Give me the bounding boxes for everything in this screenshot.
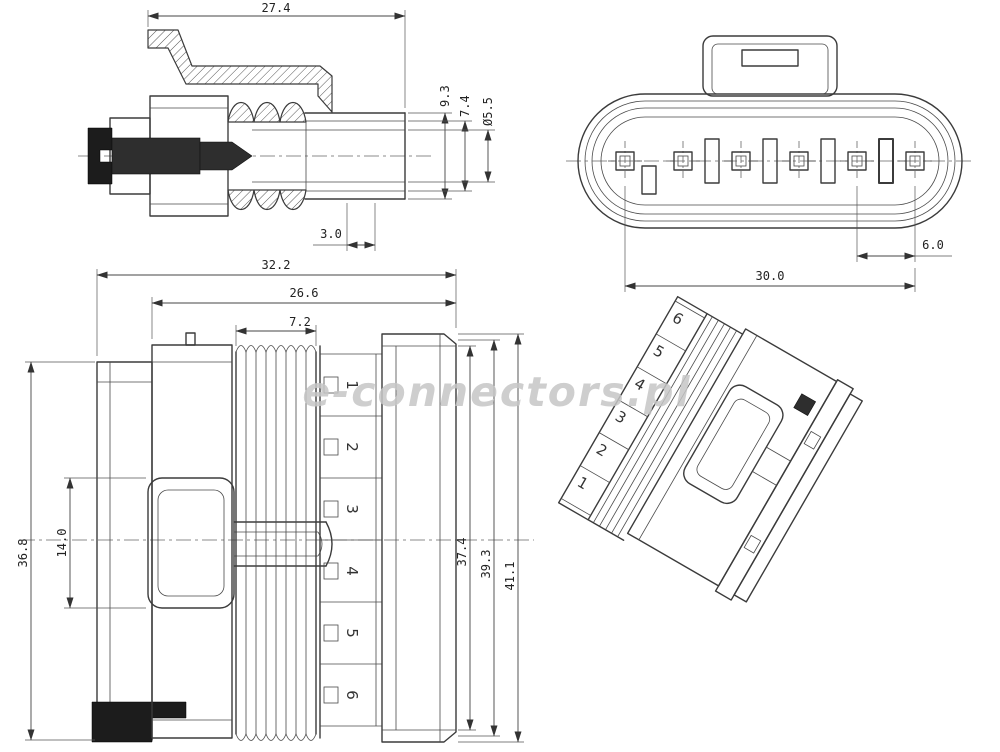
- pin-number-5: 5: [343, 628, 361, 638]
- view-isometric: 1 2 3 4 5 6: [557, 295, 863, 603]
- dim-mid-dia-7-4: 7.4: [408, 95, 472, 192]
- polarizing-rib: [762, 138, 778, 184]
- dim-label: 36.8: [16, 539, 30, 568]
- watermark: e-connectors.pl: [302, 368, 691, 416]
- dim-tip-3-0: 3.0: [313, 203, 376, 251]
- pin-number-4: 4: [343, 566, 361, 576]
- keyway: [641, 165, 657, 195]
- iso-flange-front: [714, 379, 854, 601]
- iso-pin-number-1: 1: [574, 473, 591, 493]
- rear-cover: [96, 361, 153, 741]
- dim-label: 37.4: [455, 538, 469, 567]
- front-terminals: [608, 141, 932, 181]
- terminal-cavity-5: [840, 141, 874, 181]
- dim-latch-height-14-0: 14.0: [55, 477, 146, 609]
- dim-h2-39-3: 39.3: [458, 339, 500, 737]
- cavity-block: [319, 345, 382, 739]
- view-side: 1 2 3 4 5 6 32.2 26.6 7.2 3 6: [16, 258, 534, 743]
- cpa-latch-inner: [157, 489, 225, 597]
- dim-label: Ø5.5: [481, 97, 495, 126]
- terminal-cavity-4: [782, 141, 816, 181]
- dim-span-30-0: 30.0: [624, 186, 916, 292]
- terminal-cavity-3: [724, 141, 758, 181]
- dim-overall-width-32-2: 32.2: [96, 258, 457, 356]
- iso-bellows: [587, 312, 744, 541]
- terminal-cavity-1: [608, 141, 642, 181]
- bellows-boot: [235, 345, 317, 741]
- dim-bore-5-5: Ø5.5: [408, 97, 495, 183]
- dim-label: 3.0: [320, 227, 342, 241]
- dim-outer-dia-9-3: 9.3: [408, 85, 452, 200]
- view-side-section: 27.4 9.3 7.4 Ø5.5 3.0: [78, 1, 495, 251]
- pin-number-6: 6: [343, 690, 361, 700]
- pin-number-1: 1: [343, 380, 361, 390]
- dim-h1-37-4: 37.4: [455, 345, 476, 731]
- view-front: 6.0 30.0: [566, 35, 974, 292]
- dim-label: 30.0: [756, 269, 785, 283]
- iso-pin-number-6: 6: [669, 308, 686, 328]
- dim-label: 41.1: [503, 562, 517, 591]
- dim-label: 32.2: [262, 258, 291, 272]
- dim-width-27-4: 27.4: [147, 1, 406, 108]
- polarizing-rib: [704, 138, 720, 184]
- iso-body-outline: [557, 295, 863, 603]
- dim-label: 7.4: [458, 95, 472, 117]
- pin-number-3: 3: [343, 504, 361, 514]
- wire-seal-dark: [91, 701, 187, 743]
- top-stub: [185, 332, 196, 346]
- dim-boot-width-7-2: 7.2: [235, 315, 317, 346]
- terminal-tip: [199, 141, 253, 171]
- cpa-latch-outer: [147, 477, 235, 609]
- dim-label: 6.0: [922, 238, 944, 252]
- dim-height-36-8: 36.8: [16, 361, 95, 741]
- iso-latch-inner: [696, 398, 771, 490]
- iso-pin-number-5: 5: [650, 341, 667, 361]
- terminal-cavity-6: [898, 141, 932, 181]
- dim-label: 27.4: [262, 1, 291, 15]
- side-body-outline: [91, 332, 457, 743]
- pin-number-2: 2: [343, 442, 361, 452]
- mating-flange: [381, 333, 457, 743]
- dim-body-width-26-6: 26.6: [151, 286, 457, 339]
- section-body-outline: [87, 29, 406, 217]
- terminal-rear-clip: [87, 127, 113, 185]
- iso-dark-terminal: [793, 393, 817, 416]
- terminal-cavity-2: [666, 141, 700, 181]
- dim-label: 39.3: [479, 550, 493, 579]
- dim-h3-41-1: 41.1: [458, 333, 524, 743]
- dim-label: 7.2: [289, 315, 311, 329]
- front-housing-outline: [577, 35, 963, 229]
- dim-label: 9.3: [438, 85, 452, 107]
- side-pin-numbers: 1 2 3 4 5 6: [343, 380, 361, 700]
- dim-label: 26.6: [290, 286, 319, 300]
- housing-side: [151, 344, 233, 739]
- dim-pitch-6-0: 6.0: [856, 186, 952, 262]
- iso-pin-number-2: 2: [593, 440, 610, 460]
- seal-ribs-top: [227, 102, 307, 123]
- dim-label: 14.0: [55, 529, 69, 558]
- iso-latch-outer: [683, 384, 784, 505]
- iso-flange-back: [733, 393, 863, 603]
- latch-arm-hatched: [147, 29, 333, 113]
- polarizing-rib: [878, 138, 894, 184]
- polarizing-rib: [820, 138, 836, 184]
- terminal-body: [111, 137, 201, 175]
- latch-window: [741, 49, 799, 67]
- seal-ribs-bottom: [227, 189, 307, 210]
- latch-tab: [702, 35, 838, 97]
